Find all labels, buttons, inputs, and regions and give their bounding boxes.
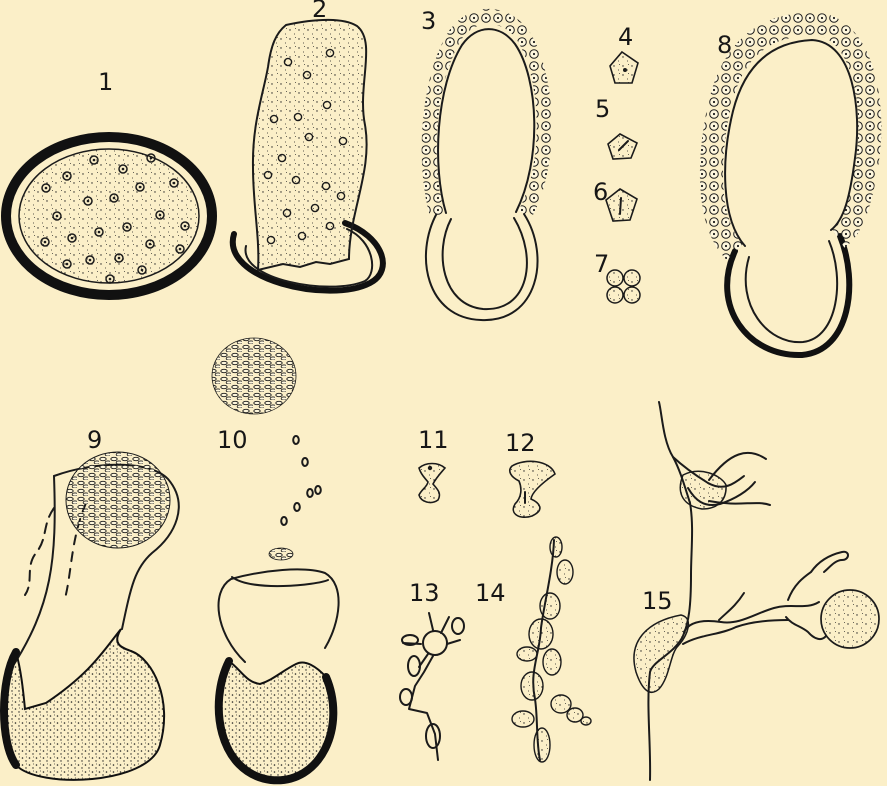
figure-label-9: 9	[87, 426, 102, 454]
figure-label-2: 2	[312, 0, 327, 23]
figure-label-11: 11	[418, 426, 449, 454]
figure-11	[419, 464, 445, 503]
figure-9	[4, 452, 179, 780]
figure-3	[426, 16, 544, 320]
figure-2	[233, 20, 383, 291]
figure-label-8: 8	[717, 31, 732, 59]
figure-labels: 1 2 3 4 5 6 7 8 9 10 11 12 13 14 15	[87, 0, 732, 615]
figure-7	[607, 270, 640, 303]
figure-label-6: 6	[593, 178, 608, 206]
figure-label-12: 12	[505, 429, 536, 457]
figure-label-7: 7	[594, 250, 609, 278]
figure-label-10: 10	[217, 426, 248, 454]
figure-12	[510, 461, 555, 517]
figure-4	[610, 52, 638, 83]
figure-10	[219, 548, 339, 780]
spore-cluster-top	[212, 338, 296, 414]
figure-label-3: 3	[421, 7, 436, 35]
figure-label-5: 5	[595, 95, 610, 123]
figure-14	[512, 537, 591, 762]
figure-label-15: 15	[642, 587, 673, 615]
figure-13	[400, 613, 464, 760]
figure-1	[6, 137, 212, 295]
figure-label-1: 1	[98, 68, 113, 96]
figure-6	[606, 189, 637, 221]
falling-spores	[281, 436, 321, 525]
figure-5	[608, 134, 637, 159]
figure-8	[711, 24, 869, 355]
figure-label-4: 4	[618, 23, 633, 51]
figure-label-14: 14	[475, 579, 506, 607]
figure-label-13: 13	[409, 579, 440, 607]
